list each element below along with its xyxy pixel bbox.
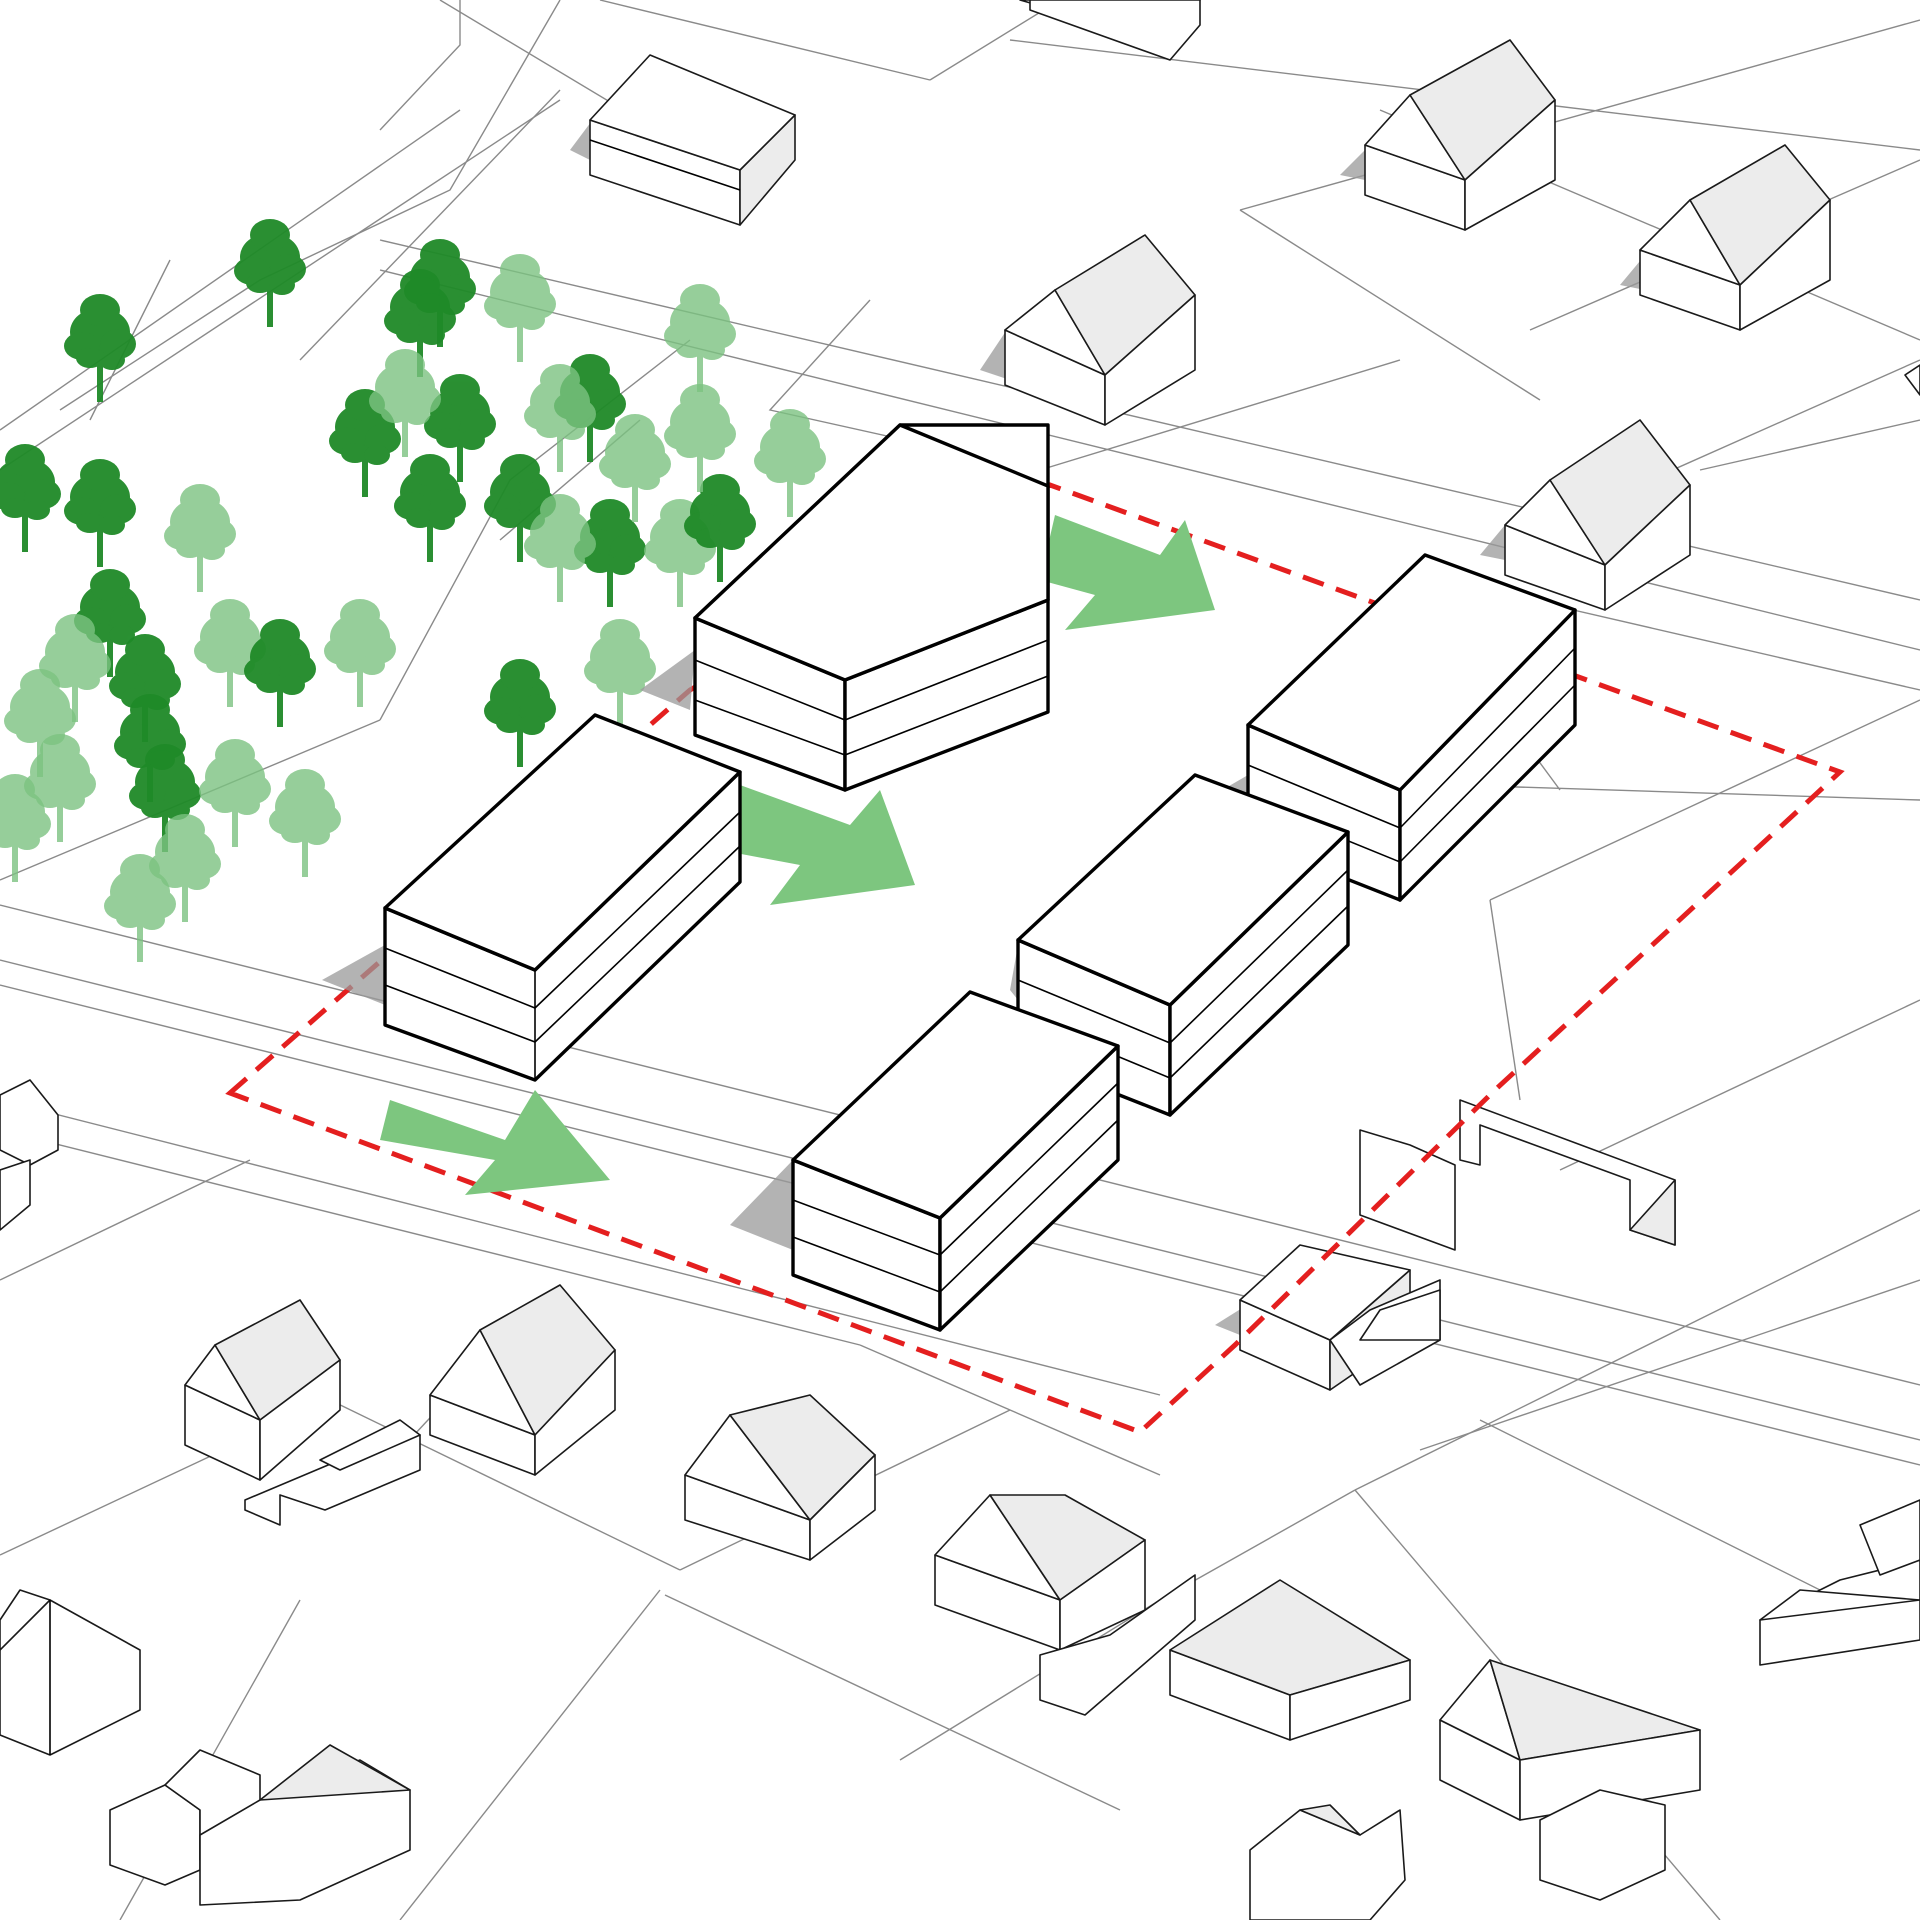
house (1215, 1244, 1441, 1391)
tree-icon (754, 409, 826, 517)
tree-icon (0, 444, 61, 552)
tree-icon (584, 619, 656, 727)
house (1340, 39, 1556, 231)
arrow-north (1040, 515, 1215, 630)
tree-icon (64, 459, 136, 567)
tree-icon (269, 769, 341, 877)
arrow-south (380, 1090, 610, 1195)
house (1019, 0, 1201, 61)
house (1439, 1659, 1701, 1901)
block-south (730, 990, 1120, 1332)
house (980, 234, 1196, 426)
house (429, 1284, 616, 1476)
house (1759, 1499, 1920, 1666)
house (1359, 1099, 1676, 1251)
tree-icon (324, 599, 396, 707)
flow-arrows (380, 515, 1215, 1195)
house (109, 1744, 411, 1906)
block-north-west (640, 423, 1050, 792)
tree-icon (394, 454, 466, 562)
tree-icon (484, 254, 556, 362)
house (1169, 1579, 1411, 1741)
proposed-blocks (322, 423, 1577, 1332)
house (1904, 364, 1920, 396)
tree-icon (664, 284, 736, 392)
house (1480, 419, 1691, 611)
house (0, 1079, 59, 1231)
block-west (322, 713, 742, 1082)
block-north-east (1205, 553, 1577, 902)
tree-icon (234, 219, 306, 327)
tree-icon (64, 294, 136, 402)
arrow-middle (720, 785, 915, 905)
house (1620, 144, 1831, 331)
house (684, 1394, 876, 1561)
tree-icon (199, 739, 271, 847)
house (184, 1299, 421, 1526)
house (570, 54, 796, 226)
house (1249, 1804, 1406, 1920)
house (934, 1494, 1196, 1716)
tree-icon (164, 484, 236, 592)
house (0, 1589, 141, 1756)
tree-icon (484, 659, 556, 767)
